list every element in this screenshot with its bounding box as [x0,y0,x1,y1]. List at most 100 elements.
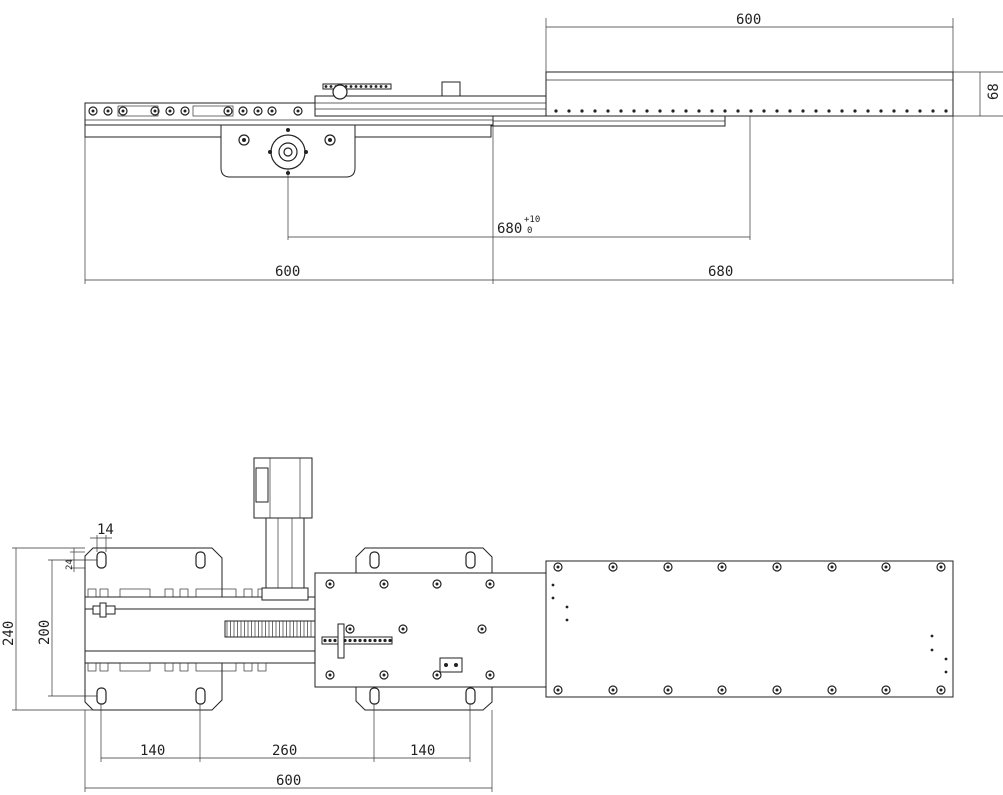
chain-link [378,638,382,643]
ext-bolt-center [720,688,724,692]
plan-block [164,588,174,598]
carriage-hole [762,109,766,113]
ext-bolt-center [884,688,888,692]
slider-carriage [545,71,954,117]
carriage-hole [658,109,662,113]
carriage-hole [931,109,935,113]
chain-link [324,85,328,88]
chain-link [354,85,358,88]
profile-bolt-center [241,109,245,113]
carriage-hole [593,109,597,113]
ext-bolt-center [611,688,615,692]
carriage-hole [788,109,792,113]
carriage-hole [775,109,779,113]
ext-bolt-center [884,565,888,569]
carriage-bolt-center [328,673,332,677]
plan-block [179,588,189,598]
plan-block [195,588,237,598]
dim-stroke: 680 [497,221,522,237]
dim-top-width: 600 [736,12,761,28]
ext-bolt-center [720,565,724,569]
chain-link [384,85,388,88]
plan-view: 14 24 240 200 140 260 140 600 [1,457,954,792]
carriage-hole [944,109,948,113]
ext-bolt-center [666,688,670,692]
carriage-bolt-center [401,627,405,631]
carriage-hole [736,109,740,113]
dim-spacing-left: 140 [140,743,165,759]
ext-hole [565,618,569,622]
chain-link [368,638,372,643]
profile-bolt-center [153,109,157,113]
chain-link [329,85,333,88]
chain-link [364,85,368,88]
gear-rack [224,620,318,638]
profile-bolt-center [270,109,274,113]
carriage-bolt-center [488,673,492,677]
motor [253,457,313,601]
plan-block [119,662,151,672]
plan-block [87,588,97,598]
plan-block [119,588,151,598]
carriage-hole [567,109,571,113]
carriage-hole [905,109,909,113]
profile-bolt-center [183,109,187,113]
dim-right-height: 68 [986,83,1002,100]
plan-block [179,662,189,672]
carriage-hole [866,109,870,113]
dim-stroke-tol-upper: +10 [524,215,540,225]
carriage-hole [892,109,896,113]
chain-link [348,638,352,643]
dim-slot-offset: 24 [65,559,75,570]
ext-hole [551,596,555,600]
profile-slot [117,105,159,117]
dim-spacing-right: 140 [410,743,435,759]
carriage-hole [723,109,727,113]
carriage-hole [619,109,623,113]
ext-hole [944,670,948,674]
carriage-bolt-center [435,673,439,677]
ext-bolt-center [830,688,834,692]
plan-block [164,662,174,672]
chain-link [363,638,367,643]
carriage-hole [554,109,558,113]
carriage-bolt-center [382,582,386,586]
ext-hole [551,583,555,587]
carriage-hole [645,109,649,113]
ext-bolt-center [556,688,560,692]
ext-hole [930,634,934,638]
carriage-hole [827,109,831,113]
ext-hole [944,657,948,661]
carriage-hole [853,109,857,113]
carriage-hole [606,109,610,113]
dim-overall-height: 240 [1,621,17,646]
ext-bolt-center [939,565,943,569]
ext-hole [565,605,569,609]
chain-link [374,85,378,88]
carriage-bolt-center [435,582,439,586]
carriage-hole [918,109,922,113]
dim-slot-width: 14 [97,522,114,538]
profile-bolt-center [168,109,172,113]
ext-bolt-center [611,565,615,569]
carriage-bolt-center [328,582,332,586]
ext-bolt-center [775,565,779,569]
dim-hole-spacing: 200 [37,620,53,645]
ext-bolt-center [556,565,560,569]
carriage-hole [814,109,818,113]
dim-spacing-mid: 260 [272,743,297,759]
ext-bolt-center [830,565,834,569]
plan-block [257,662,267,672]
carriage-hole [749,109,753,113]
profile-bolt-center [296,109,300,113]
plan-block [195,662,237,672]
profile-bolts [88,105,303,117]
carriage-bolt-center [488,582,492,586]
carriage-hole [632,109,636,113]
carriage-hole [684,109,688,113]
carriage-bolt-center [348,627,352,631]
carriage-hole-row [554,109,948,113]
profile-bolt-center [226,109,230,113]
profile-bolt-center [121,109,125,113]
